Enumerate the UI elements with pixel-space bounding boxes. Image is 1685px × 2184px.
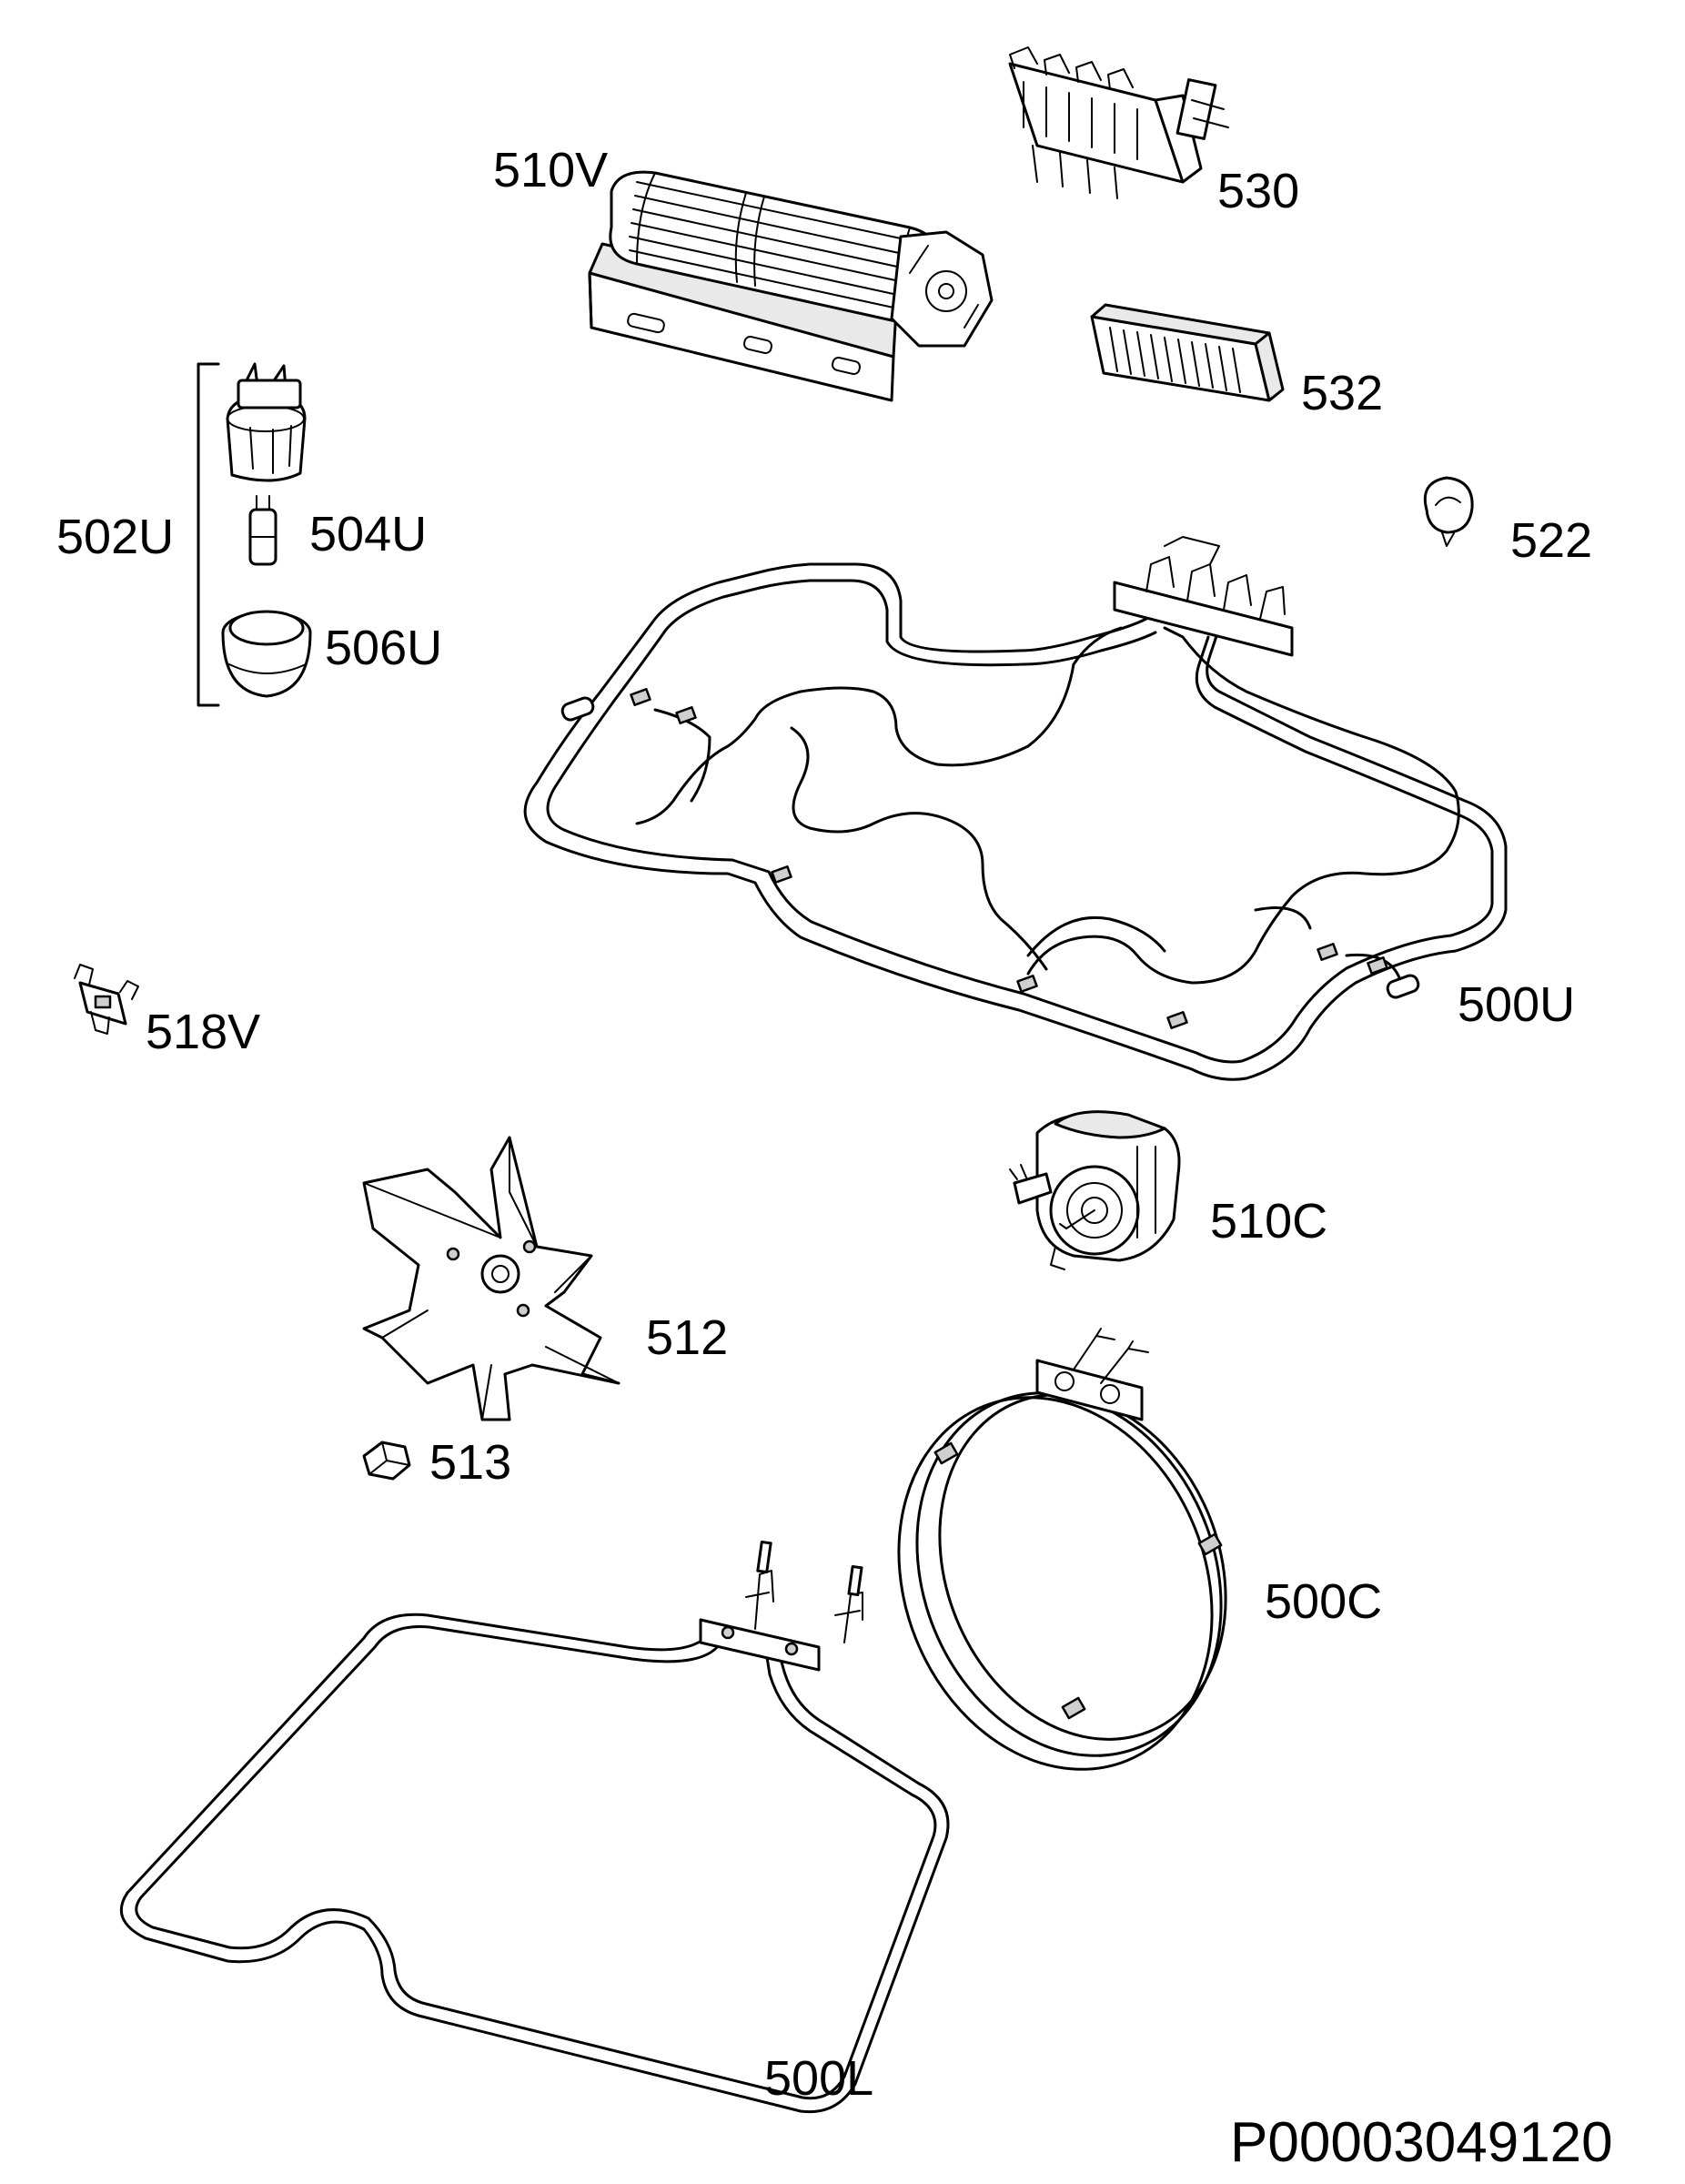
label-510c: 510C	[1210, 1194, 1327, 1249]
label-522: 522	[1510, 513, 1592, 568]
group-bracket-502u	[197, 362, 220, 707]
label-512: 512	[646, 1310, 728, 1365]
part-500l-lower-element	[119, 1540, 950, 2114]
part-513-nut	[362, 1441, 411, 1481]
label-504u: 504U	[309, 507, 427, 561]
part-lamp-housing	[226, 362, 307, 482]
part-518v-bracket	[74, 964, 139, 1035]
label-500l: 500L	[764, 2051, 873, 2106]
label-500c: 500C	[1265, 1574, 1382, 1629]
label-530: 530	[1217, 164, 1299, 218]
label-518v: 518V	[146, 1005, 260, 1059]
part-510c-fan-motor	[1009, 1110, 1181, 1270]
part-506u-lamp-cover	[221, 610, 312, 698]
part-512-fan-blade	[362, 1136, 621, 1421]
part-510v-tangential-fan	[588, 170, 994, 402]
part-500u-grill-element	[523, 536, 1508, 1081]
label-532: 532	[1301, 366, 1383, 420]
label-502u: 502U	[56, 510, 174, 564]
label-506u: 506U	[325, 621, 442, 675]
label-500u: 500U	[1458, 977, 1575, 1032]
label-513: 513	[429, 1435, 511, 1490]
part-500c-circular-element	[897, 1328, 1227, 1771]
label-510v: 510V	[493, 143, 608, 197]
part-504u-lamp-bulb	[248, 495, 277, 566]
part-522-clip	[1423, 476, 1474, 547]
document-number: P00003049120	[1230, 2111, 1613, 2174]
part-532-connector-strip	[1090, 303, 1285, 402]
part-530-terminal-block	[1008, 46, 1229, 199]
